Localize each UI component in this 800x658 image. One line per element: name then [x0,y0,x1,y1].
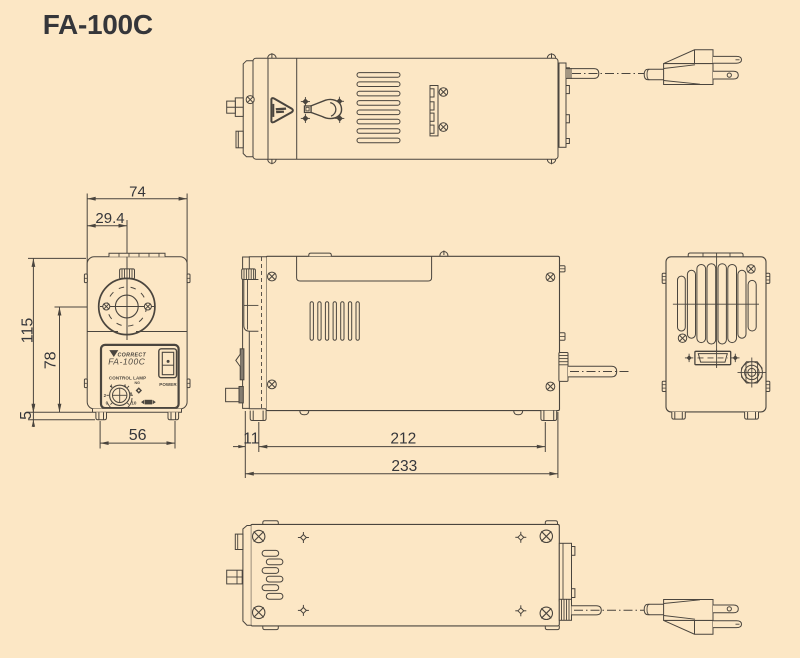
svg-text:NG: NG [135,381,141,385]
svg-text:8: 8 [130,391,133,396]
svg-text:4: 4 [110,384,113,389]
svg-text:74: 74 [129,184,146,201]
svg-text:CONTROL LAMP: CONTROL LAMP [109,375,146,380]
svg-text:11: 11 [243,430,259,447]
svg-text:29.4: 29.4 [95,210,124,227]
svg-text:FA-100C: FA-100C [108,357,146,367]
svg-text:5: 5 [18,411,35,420]
svg-text:0: 0 [106,400,109,405]
svg-text:6: 6 [124,384,127,389]
svg-text:POWER: POWER [159,382,177,387]
svg-text:2: 2 [104,393,107,398]
svg-text:212: 212 [390,430,416,447]
svg-text:FA-100C: FA-100C [43,9,153,40]
svg-text:10: 10 [131,400,137,405]
svg-text:CORRECT: CORRECT [118,352,147,358]
svg-text:56: 56 [129,427,147,444]
svg-text:233: 233 [391,458,417,475]
svg-text:78: 78 [43,351,60,369]
svg-text:115: 115 [20,318,37,344]
